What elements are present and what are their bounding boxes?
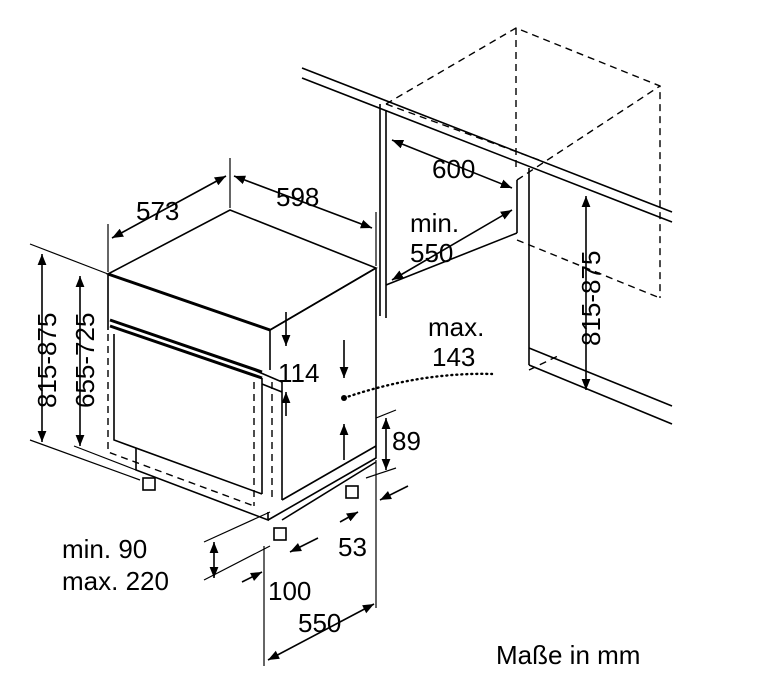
label-550-bottom: 550 bbox=[298, 608, 341, 638]
niche-cabinet bbox=[301, 27, 673, 425]
label-plinth-max: max. bbox=[428, 312, 484, 342]
label-114: 114 bbox=[278, 358, 319, 388]
dimension-labels: 573 598 600 min. 550 max. 143 114 89 53 … bbox=[32, 154, 640, 670]
label-plinth-max-220: max. 220 bbox=[62, 566, 169, 596]
label-655-725: 655-725 bbox=[70, 313, 100, 408]
label-815-875-right: 815-875 bbox=[576, 251, 606, 346]
dishwasher-body bbox=[105, 209, 378, 541]
label-niche-min: min. bbox=[410, 208, 459, 238]
units-caption: Maße in mm bbox=[496, 640, 640, 670]
label-815-875-left: 815-875 bbox=[32, 313, 62, 408]
label-600: 600 bbox=[432, 154, 475, 184]
label-plinth-min-90: min. 90 bbox=[62, 534, 147, 564]
label-89: 89 bbox=[392, 426, 421, 456]
label-53: 53 bbox=[338, 532, 367, 562]
label-plinth-143: 143 bbox=[432, 342, 475, 372]
label-573: 573 bbox=[136, 196, 179, 226]
dimension-lines bbox=[29, 139, 591, 666]
label-598: 598 bbox=[276, 182, 319, 212]
label-niche-550: 550 bbox=[410, 238, 453, 268]
label-100: 100 bbox=[268, 576, 311, 606]
